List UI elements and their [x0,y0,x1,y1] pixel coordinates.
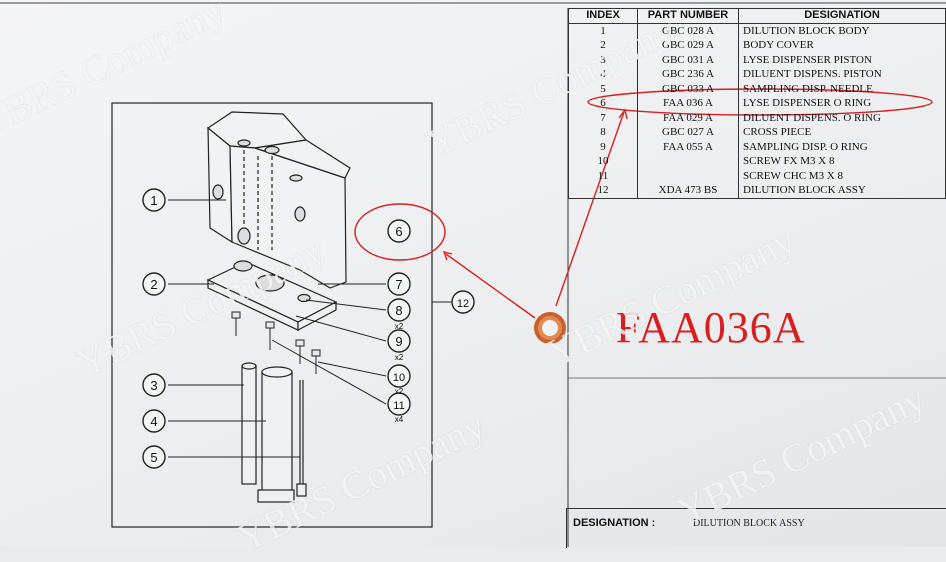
row-part-number: GBC 027 A [637,125,739,140]
row-part-number [637,169,739,184]
leader-lines [168,199,387,458]
row-designation: DILUTION BLOCK BODY [738,23,946,39]
row-designation: LYSE DISPENSER PISTON [738,53,946,68]
row-index: 9 [568,140,638,155]
balloon-10 [387,364,411,388]
row-index: 12 [568,183,638,199]
balloon-7-label: 7 [395,277,402,292]
balloon-8 [387,298,411,322]
row-index: 7 [568,111,638,126]
table-row: 10 SCREW FX M3 X 8 [568,154,946,169]
row-index: 11 [568,169,638,184]
row-designation: DILUENT DISPENS. PISTON [738,67,946,82]
o-ring-photo [534,312,566,344]
arrowhead-diagram [442,250,453,261]
table-header-row: INDEX PART NUMBER DESIGNATION [568,8,946,24]
row-part-number: XDA 473 BS [637,183,739,199]
row-designation: DILUENT DISPENS. O RING [738,111,946,126]
balloon-9-label: 9 [395,334,402,349]
row-designation: BODY COVER [738,38,946,53]
table-row: 11 SCREW CHC M3 X 8 [568,169,946,184]
row-designation: CROSS PIECE [738,125,946,140]
balloon-12-label: 12 [457,298,469,310]
header-designation: DESIGNATION [738,8,946,24]
row-part-number: FAA 036 A [637,96,739,111]
row-part-number: GBC 028 A [637,23,739,39]
balloon-8-label: 8 [395,303,402,318]
o-ring-hole [542,320,558,336]
balloon-3-label: 3 [150,378,157,393]
qty-10: x2 [395,387,404,396]
row-designation: DILUTION BLOCK ASSY [738,183,946,199]
qty-11: x4 [395,415,404,424]
highlight-circle-6 [354,203,446,261]
header-index: INDEX [568,8,638,24]
row-designation: SAMPLING DISP. NEEDLE [738,82,946,97]
balloon-2-label: 2 [150,277,157,292]
arrow-to-diagram [445,253,536,319]
balloon-4-label: 4 [150,414,157,429]
row-designation: SCREW FX M3 X 8 [738,154,946,169]
row-part-number: FAA 029 A [637,111,739,126]
row-designation: LYSE DISPENSER O RING [738,96,946,111]
balloon-2 [142,272,166,296]
row-designation: SAMPLING DISP. O RING [738,140,946,155]
balloon-10-label: 10 [393,372,405,384]
balloon-4 [142,409,166,433]
row-index: 10 [568,154,638,169]
exploded-diagram: 1 2 3 4 5 6 7 8 9 10 11 12 x2 x2 x2 x4 [0,2,946,547]
balloon-7 [387,272,411,296]
part-code-callout: FAA036A [616,303,806,352]
balloon-11 [387,392,411,416]
balloon-9 [387,329,411,353]
balloon-6 [387,219,411,243]
header-part-number: PART NUMBER [637,8,739,24]
row-part-number: GBC 236 A [637,67,739,82]
balloon-12 [451,290,475,314]
cross-piece [206,260,338,331]
balloons [142,188,475,469]
balloon-5 [142,445,166,469]
balloon-11-label: 11 [393,400,404,412]
row-part-number [637,154,739,169]
balloon-3 [142,373,166,397]
balloon-1 [142,188,166,212]
row-part-number: FAA 055 A [637,140,739,155]
row-part-number: GBC 031 A [637,53,739,68]
designation-label: DESIGNATION : [573,517,656,529]
pistons [241,362,307,503]
designation-box: DESIGNATION : DILUTION BLOCK ASSY [566,508,946,548]
diagram-frame [111,102,433,528]
row-part-number: GBC 033 A [637,82,739,97]
qty-8: x2 [395,322,404,331]
qty-9: x2 [395,353,404,362]
balloon-5-label: 5 [150,450,157,465]
dilution-block-body [206,111,351,289]
designation-value: DILUTION BLOCK ASSY [693,518,805,529]
row-designation: SCREW CHC M3 X 8 [738,169,946,184]
balloon-6-label: 6 [395,224,402,239]
row-index: 8 [568,125,638,140]
balloon-1-label: 1 [150,193,157,208]
